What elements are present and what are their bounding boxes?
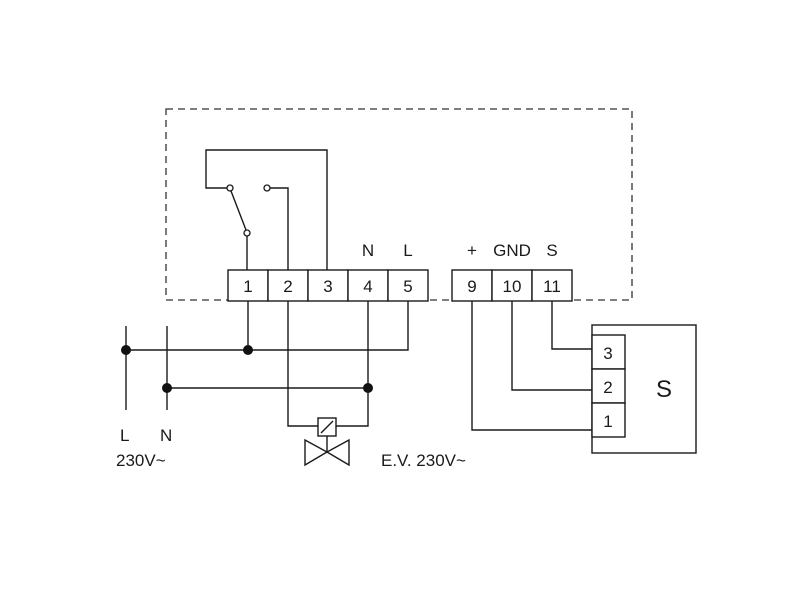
live-bus [126, 301, 409, 351]
terminal-1-number: 1 [243, 277, 252, 296]
terminal-4-label: N [362, 241, 374, 260]
sensor-terminal-1 [591, 402, 626, 438]
neutral-bus [167, 301, 369, 389]
terminal-10 [491, 269, 533, 302]
terminal-10-number: 10 [503, 277, 522, 296]
sensor-terminal-3-number: 3 [603, 344, 612, 363]
valve-wire-n [336, 388, 369, 427]
mains-voltage-label: 230V~ [116, 451, 166, 470]
terminal-3-number: 3 [323, 277, 332, 296]
valve-label: E.V. 230V~ [381, 451, 466, 470]
sensor-terminal-3 [591, 334, 626, 370]
terminal-4 [347, 269, 389, 302]
sensor-wire-gnd [511, 301, 592, 391]
mains-n-label: N [160, 426, 172, 445]
terminal-4-number: 4 [363, 277, 372, 296]
valve-wire-2 [287, 301, 318, 427]
sensor-terminal-1-number: 1 [603, 412, 612, 431]
terminal-5-number: 5 [403, 277, 412, 296]
sensor-terminal-2-number: 2 [603, 378, 612, 397]
terminal-5 [387, 269, 429, 302]
terminal-9-label: + [467, 241, 477, 260]
terminal-3 [307, 269, 349, 302]
terminal-block-right: 9 10 11 [451, 269, 573, 302]
solenoid-valve-icon [304, 417, 350, 467]
sensor-wire-plus [471, 301, 592, 431]
sensor-name: S [656, 376, 672, 403]
terminal-11-label: S [546, 241, 557, 260]
mains-l-label: L [120, 426, 129, 445]
terminal-11-number: 11 [543, 277, 561, 296]
terminal-9-number: 9 [467, 277, 476, 296]
terminal-5-label: L [403, 241, 412, 260]
relay-contact [205, 149, 328, 270]
terminal-10-label: GND [493, 241, 531, 260]
terminal-9 [451, 269, 493, 302]
terminal-2-number: 2 [283, 277, 292, 296]
sensor-wire-s [551, 301, 592, 350]
terminal-block-left: 1 2 3 4 5 [227, 269, 429, 302]
